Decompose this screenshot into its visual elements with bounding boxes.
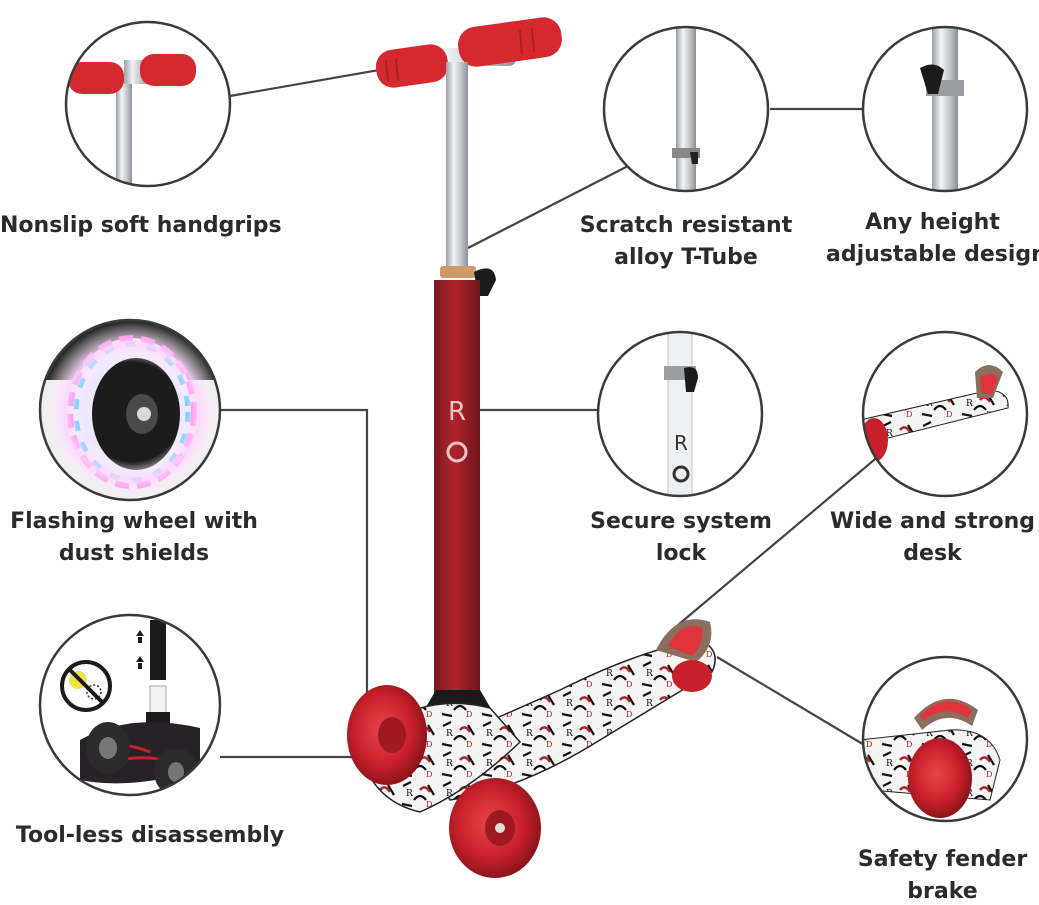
height-clamp-closeup [861, 25, 1029, 193]
label-height: Any height adjustable design [826, 207, 1039, 271]
label-line: Flashing wheel with [10, 509, 258, 534]
handgrip-left [375, 44, 449, 88]
stem-logo: R [448, 397, 466, 427]
tube-closeup [602, 25, 770, 193]
disassembly-closeup [38, 613, 222, 797]
label-t-tube: Scratch resistant alloy T-Tube [566, 210, 806, 274]
leader-t-tube [467, 164, 631, 249]
alloy-t-tube [446, 62, 468, 272]
lock-closeup: R [596, 330, 764, 498]
label-disassembly: Tool-less disassembly [0, 820, 300, 852]
label-brake: Safety fender brake [846, 844, 1039, 905]
label-line: Scratch resistant [579, 213, 793, 238]
label-handgrips: Nonslip soft handgrips [0, 210, 282, 242]
main-scooter: R [347, 17, 716, 878]
label-line: lock [655, 541, 707, 566]
label-line: Any height [865, 210, 1000, 235]
deck-closeup [861, 330, 1029, 498]
label-lock: Secure system lock [566, 506, 796, 570]
label-line: Nonslip soft handgrips [0, 213, 282, 238]
fender-brake-closeup [861, 655, 1029, 823]
handgrip-right [458, 17, 562, 67]
label-line: dust shields [58, 541, 210, 566]
label-line: brake [907, 879, 978, 904]
label-line: Secure system [590, 509, 772, 534]
leader-wheel [220, 408, 369, 712]
leader-brake [716, 656, 867, 747]
leader-lines [220, 67, 881, 759]
light-up-wheel-closeup [38, 318, 222, 502]
label-line: Safety fender [857, 847, 1028, 872]
label-deck: Wide and strong desk [826, 506, 1039, 570]
handgrip-closeup [64, 20, 232, 188]
svg-text:R: R [674, 431, 688, 455]
label-line: adjustable design [826, 242, 1039, 267]
label-line: Wide and strong [829, 509, 1036, 534]
leader-deck [677, 454, 881, 626]
leader-handgrips [229, 67, 386, 98]
label-line: alloy T-Tube [614, 245, 758, 270]
label-line: desk [903, 541, 962, 566]
label-wheel: Flashing wheel with dust shields [6, 506, 262, 570]
label-line: Tool-less disassembly [15, 823, 285, 848]
red-steering-tube [434, 280, 480, 695]
